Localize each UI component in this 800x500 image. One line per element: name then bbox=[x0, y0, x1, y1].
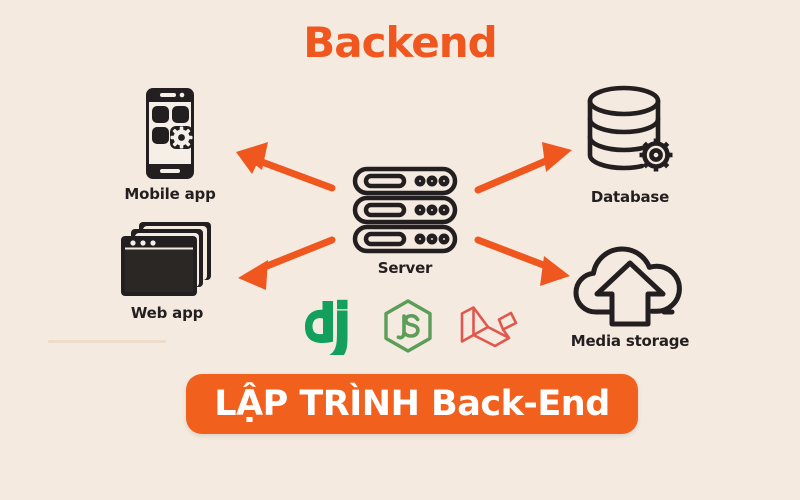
node-label-server: Server bbox=[377, 259, 433, 277]
node-database: Database bbox=[555, 84, 705, 206]
server-icon bbox=[330, 165, 480, 255]
arrow-server-to-database bbox=[474, 142, 572, 194]
cloud-upload-icon bbox=[545, 240, 715, 328]
web-app-icon bbox=[92, 218, 242, 300]
decorative-rule bbox=[48, 340, 166, 343]
database-icon bbox=[555, 84, 705, 184]
mobile-app-icon bbox=[95, 86, 245, 181]
banner-label: LẬP TRÌNH Back-End bbox=[214, 383, 610, 424]
node-server: Server bbox=[330, 165, 480, 277]
node-label-mobile-app: Mobile app bbox=[124, 185, 216, 203]
node-label-web-app: Web app bbox=[130, 304, 204, 322]
node-label-media-storage: Media storage bbox=[570, 332, 690, 350]
node-media-storage: Media storage bbox=[545, 240, 715, 350]
arrow-server-to-web bbox=[238, 236, 336, 290]
node-mobile-app: Mobile app bbox=[95, 86, 245, 203]
arrow-server-to-mobile bbox=[236, 142, 336, 192]
course-banner[interactable]: LẬP TRÌNH Back-End bbox=[186, 374, 638, 434]
django-logo bbox=[300, 299, 358, 355]
laravel-logo bbox=[458, 299, 520, 355]
nodejs-logo bbox=[380, 298, 436, 356]
arrow-server-to-media bbox=[474, 236, 570, 286]
gear-icon bbox=[639, 138, 673, 172]
node-web-app: Web app bbox=[92, 218, 242, 322]
node-label-database: Database bbox=[590, 188, 670, 206]
page-title: Backend bbox=[303, 18, 498, 67]
tech-logo-row bbox=[300, 298, 520, 356]
